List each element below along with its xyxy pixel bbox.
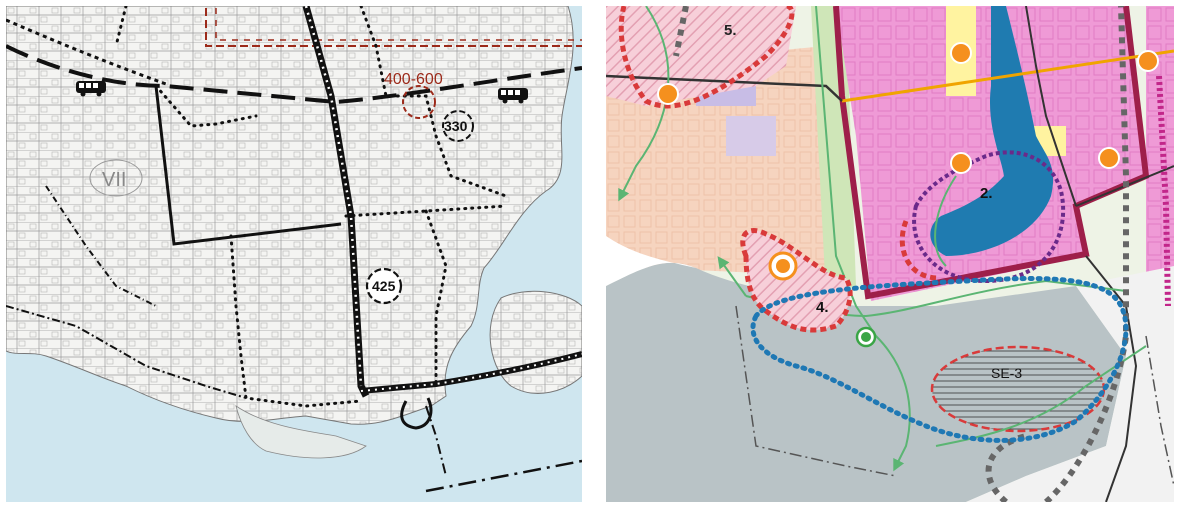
river (930, 6, 1054, 256)
red-dotted-area-5 (618, 6, 795, 109)
badge-330-label: 330 (444, 118, 468, 134)
zone-label-se3: SE-3 (991, 365, 1022, 381)
badge-425-label: 425 (372, 278, 396, 294)
green-ring-center (861, 332, 871, 342)
south-road (360, 351, 582, 394)
area-label-5: 5. (724, 22, 737, 39)
orange-transit-line (841, 49, 1174, 103)
bus-icon (76, 81, 106, 97)
dash-dot-west (45, 185, 157, 307)
dash-dot-line (735, 305, 897, 477)
hatched-zone-north (606, 6, 796, 106)
orange-point (950, 152, 972, 174)
blue-dotted-loop (750, 276, 1129, 443)
dotted-route-4 (424, 209, 448, 388)
dark-road (606, 74, 843, 102)
orange-point (950, 42, 972, 64)
dotted-route-5 (359, 6, 508, 198)
green-route (934, 175, 957, 267)
dash-dot-shore (425, 459, 582, 493)
magenta-dotted-line (1156, 75, 1171, 307)
dotted-route-1 (154, 84, 258, 128)
range-label: 400-600 (384, 71, 443, 88)
grey-dotted-line (673, 6, 1129, 502)
red-boundary-inner (215, 8, 582, 41)
left-map-svg: 400-600 330 425 VII (6, 6, 582, 502)
orange-point (657, 83, 679, 105)
se3-zone (932, 347, 1104, 431)
solid-road-west (154, 85, 342, 246)
main-road-dots (304, 6, 363, 387)
red-boundary-outer (205, 8, 582, 47)
loop-road (400, 397, 433, 430)
shore-white (606, 236, 696, 286)
left-map-panel: 400-600 330 425 VII (6, 6, 582, 502)
right-map-svg: 5. 2. 4. SE-3 (606, 6, 1174, 502)
orange-point (1098, 147, 1120, 169)
district-label: VII (102, 169, 126, 191)
dash-dot-coast (6, 305, 247, 399)
area-label-2: 2. (980, 185, 993, 202)
right-map-panel: 5. 2. 4. SE-3 (606, 6, 1174, 502)
urban-white (966, 266, 1174, 502)
district-ring (89, 159, 143, 197)
dashed-main-road (6, 44, 582, 105)
bus-icon (498, 88, 528, 104)
badge-330-ring (442, 110, 474, 142)
island-land (489, 290, 582, 394)
green-route (717, 256, 747, 297)
orange-ring-center (776, 259, 790, 273)
green-route (935, 345, 1147, 447)
area-label-4: 4. (816, 299, 829, 316)
dotted-route-2 (344, 204, 508, 218)
range-circle (402, 85, 436, 119)
dash-dot-line (1145, 335, 1174, 487)
maroon-boundary (833, 6, 1150, 300)
dark-road (1025, 6, 1077, 207)
dotted-route-3 (229, 234, 363, 408)
dotted-road-north (6, 18, 167, 86)
peach-residential (606, 46, 826, 276)
shore-strip (235, 405, 367, 459)
badge-425-ring (365, 267, 403, 305)
purple-block (726, 116, 776, 156)
orange-point (1137, 50, 1159, 72)
green-route (875, 335, 911, 472)
dotted-route-6 (114, 6, 128, 48)
